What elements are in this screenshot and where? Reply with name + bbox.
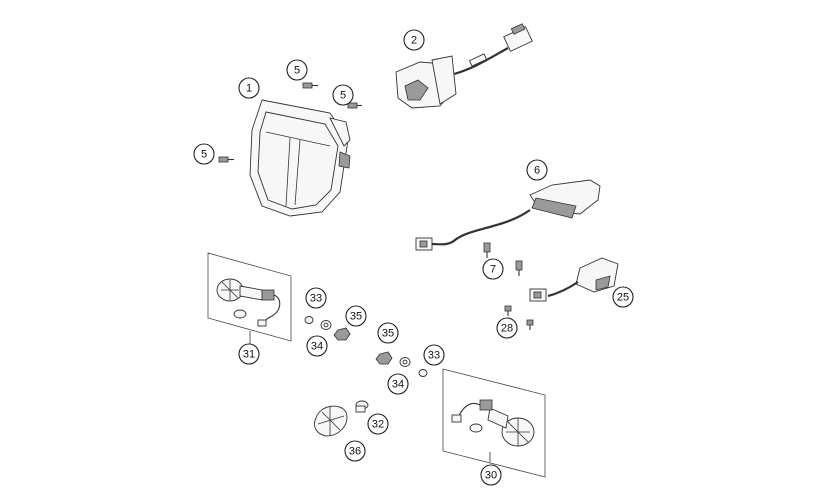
- callout-tail-screw: 7: [482, 258, 504, 280]
- hardware-right: [375, 351, 428, 377]
- indicator-bulb: [355, 400, 369, 413]
- callout-number: 32: [372, 419, 384, 431]
- callout-bulb: 32: [367, 413, 389, 435]
- callout-circle: [367, 413, 389, 435]
- tail-light-assembly: [415, 179, 601, 251]
- callout-circle: [238, 77, 260, 99]
- callout-number: 5: [294, 65, 300, 77]
- callout-rear-left-indicator: 31: [238, 343, 260, 365]
- callout-number: 5: [340, 90, 346, 102]
- callout-circle: [286, 59, 308, 81]
- callout-circle: [332, 84, 354, 106]
- callout-number: 7: [490, 264, 496, 276]
- callout-number: 31: [243, 349, 255, 361]
- callout-plate-screw: 28: [496, 317, 518, 339]
- callout-circle: [496, 317, 518, 339]
- callout-circle: [387, 373, 409, 395]
- callout-rear-right-indicator: 30: [480, 464, 502, 486]
- callout-circle: [193, 143, 215, 165]
- callout-number: 1: [246, 83, 252, 95]
- callout-nut-b: 35: [377, 322, 399, 344]
- callout-circle: [526, 159, 548, 181]
- callout-circle: [377, 322, 399, 344]
- callout-number: 6: [534, 165, 540, 177]
- callout-circle: [403, 29, 425, 51]
- callout-washer-b: 33: [423, 344, 445, 366]
- headlight-assembly: [249, 99, 351, 217]
- callout-screw-c: 5: [193, 143, 215, 165]
- callout-circle: [480, 464, 502, 486]
- callout-number: 25: [617, 292, 629, 304]
- callout-number: 33: [428, 350, 440, 362]
- hardware-left: [304, 316, 351, 341]
- callout-screw-a: 5: [286, 59, 308, 81]
- callout-circle: [306, 335, 328, 357]
- callout-circle: [423, 344, 445, 366]
- callout-bulb-harness: 2: [403, 29, 425, 51]
- tail-light-screws: [483, 242, 523, 276]
- bulb-harness-assembly: [395, 23, 533, 109]
- callout-circle: [612, 286, 634, 308]
- plate-light-screws: [504, 305, 534, 330]
- callout-tail-light: 6: [526, 159, 548, 181]
- callout-screw-b: 5: [332, 84, 354, 106]
- callout-number: 33: [310, 293, 322, 305]
- callout-number: 5: [201, 149, 207, 161]
- callout-nut-a: 35: [345, 305, 367, 327]
- callout-circle: [345, 305, 367, 327]
- callout-number: 34: [392, 379, 404, 391]
- callout-number: 2: [411, 35, 417, 47]
- callout-spacer-b: 34: [387, 373, 409, 395]
- callout-number: 30: [485, 470, 497, 482]
- callout-number: 34: [311, 341, 323, 353]
- indicator-panel-right: [442, 368, 546, 478]
- indicator-lens: [314, 405, 348, 437]
- callout-circle: [344, 440, 366, 462]
- callout-spacer-a: 34: [306, 335, 328, 357]
- callout-number: 36: [349, 446, 361, 458]
- callout-number: 28: [501, 323, 513, 335]
- callout-number: 35: [350, 311, 362, 323]
- callout-number: 35: [382, 328, 394, 340]
- callout-plate-light: 25: [612, 286, 634, 308]
- callout-circle: [305, 287, 327, 309]
- callout-circle: [238, 343, 260, 365]
- callout-washer-a: 33: [305, 287, 327, 309]
- headlight-screws: [218, 82, 362, 163]
- indicator-panel-left: [207, 252, 292, 345]
- callout-circle: [482, 258, 504, 280]
- callout-lens: 36: [344, 440, 366, 462]
- plate-light-assembly: [529, 257, 619, 302]
- callout-headlight: 1: [238, 77, 260, 99]
